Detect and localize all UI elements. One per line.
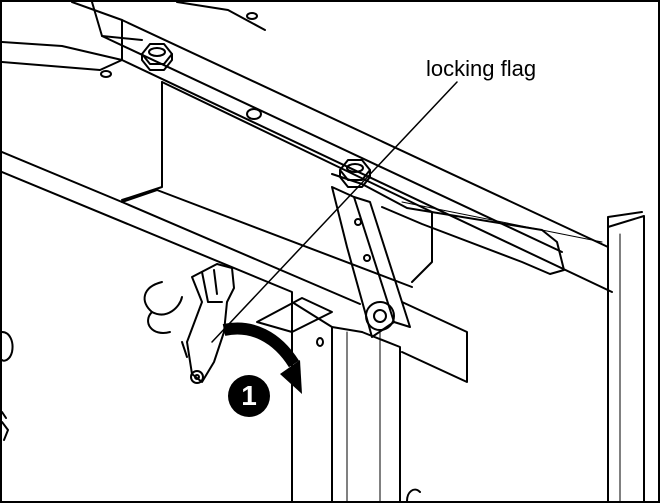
bottom-foot xyxy=(406,488,421,501)
rotation-arrow-shaft xyxy=(222,322,300,368)
top-bracket xyxy=(2,2,643,293)
callout-label: locking flag xyxy=(426,56,537,81)
callout-leader-line xyxy=(211,81,458,343)
bracket-holes xyxy=(100,12,324,347)
right-wall xyxy=(401,201,645,501)
locking-flag-assembly xyxy=(143,263,235,384)
nut-left xyxy=(141,43,173,71)
rotation-arrow-head xyxy=(280,360,302,394)
left-edge-details xyxy=(2,331,14,441)
inner-plate xyxy=(2,81,468,501)
step-number-badge: 1 xyxy=(228,375,270,417)
nut-right xyxy=(339,159,371,188)
